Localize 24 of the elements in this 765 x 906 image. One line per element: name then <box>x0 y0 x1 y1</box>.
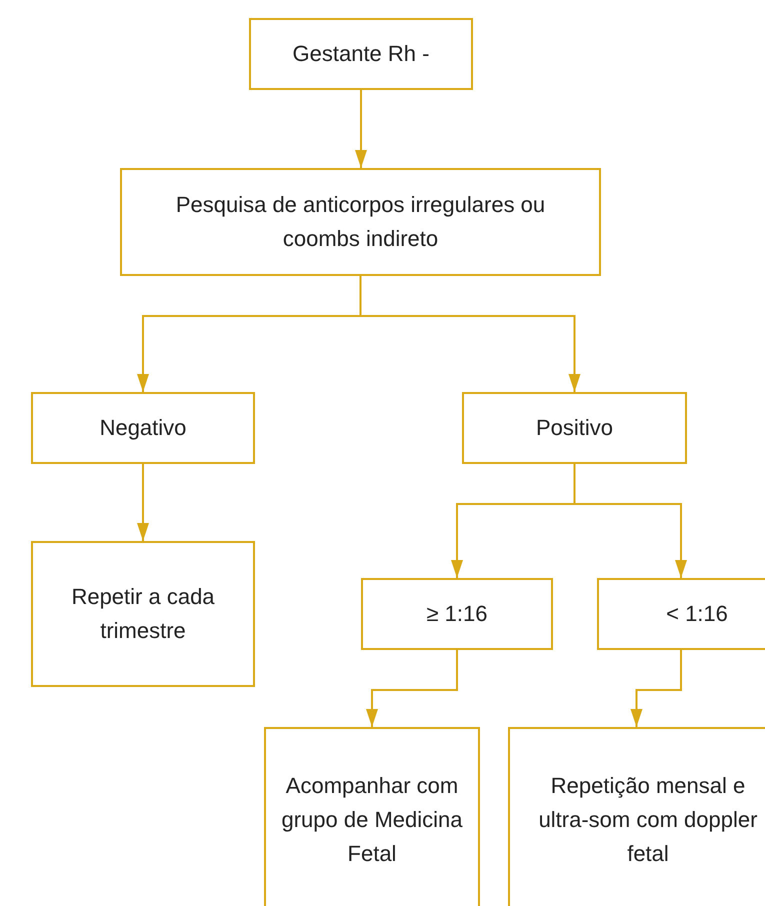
arrow <box>630 650 682 727</box>
arrow <box>360 276 580 392</box>
process-box <box>249 18 473 90</box>
box-text: Gestante Rh - <box>292 40 430 68</box>
box-text: < 1:16 <box>665 600 729 628</box>
box-text: ≥ 1:16 <box>425 600 488 628</box>
process-box <box>120 168 601 276</box>
process-box <box>508 727 765 906</box>
arrow <box>366 650 458 727</box>
process-box <box>462 392 687 464</box>
arrow <box>137 464 149 541</box>
process-box <box>597 578 765 650</box>
arrow <box>574 464 687 578</box>
box-text: Acompanhar com grupo de Medicina Fetal <box>280 772 464 868</box>
process-box <box>31 541 255 687</box>
process-box <box>31 392 255 464</box>
arrow <box>355 90 367 168</box>
box-text: Negativo <box>98 414 188 442</box>
process-box <box>264 727 480 906</box>
box-text: Positivo <box>534 414 614 442</box>
box-text: Repetição mensal e ultra-som com doppler fetal <box>538 772 758 868</box>
box-text: Pesquisa de anticorpos irregulares ou coombs indireto <box>174 191 546 253</box>
process-box <box>361 578 553 650</box>
box-text: Repetir a cada trimestre <box>70 583 216 645</box>
